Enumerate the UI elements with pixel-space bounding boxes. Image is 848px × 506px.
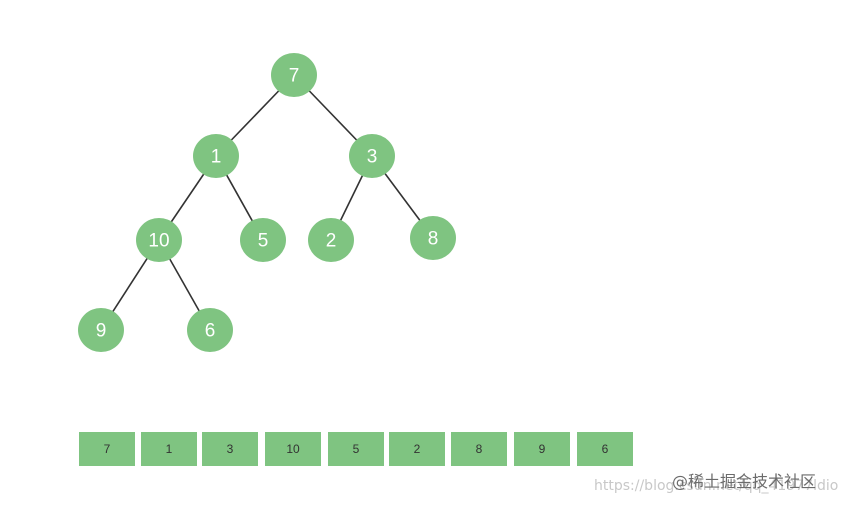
edge-n7-n3 <box>307 89 359 142</box>
array-cell-box <box>79 432 135 466</box>
array-cell-label: 5 <box>353 442 360 456</box>
tree-node-circle <box>410 216 456 260</box>
array-cell-3: 10 <box>265 432 321 466</box>
edge-n3-n2 <box>339 174 364 222</box>
array-cell-box <box>265 432 321 466</box>
tree-node-6: 6 <box>187 308 233 352</box>
tree-node-circle <box>193 134 239 178</box>
tree-node-label: 6 <box>205 321 216 342</box>
array-cell-box <box>389 432 445 466</box>
array-cell-box <box>202 432 258 466</box>
array-cell-box <box>141 432 197 466</box>
edge-n10-n6 <box>168 257 201 313</box>
tree-node-circle <box>240 218 286 262</box>
tree-node-circle <box>78 308 124 352</box>
array-cell-label: 6 <box>602 442 609 456</box>
tree-node-7: 7 <box>271 53 317 97</box>
tree-node-10: 10 <box>136 218 182 262</box>
edge-n1-n5 <box>225 173 254 223</box>
array-cell-7: 9 <box>514 432 570 466</box>
array-cell-box <box>577 432 633 466</box>
tree-node-label: 8 <box>428 229 439 250</box>
tree-node-label: 9 <box>96 321 107 342</box>
array-cell-label: 7 <box>104 442 111 456</box>
array-cell-label: 3 <box>227 442 234 456</box>
array-cell-label: 8 <box>476 442 483 456</box>
array-cell-4: 5 <box>328 432 384 466</box>
tree-node-circle <box>271 53 317 97</box>
array-cell-0: 7 <box>79 432 135 466</box>
tree-node-label: 5 <box>258 231 269 252</box>
tree-node-label: 10 <box>148 231 169 252</box>
tree-node-label: 7 <box>289 66 300 87</box>
edge-n1-n10 <box>170 172 205 224</box>
edge-n10-n9 <box>111 257 149 313</box>
edge-n7-n1 <box>229 89 281 142</box>
array-cell-label: 10 <box>286 442 300 456</box>
edge-n3-n8 <box>383 172 422 222</box>
array-cell-label: 9 <box>539 442 546 456</box>
array-cell-label: 1 <box>166 442 173 456</box>
array-cell-1: 1 <box>141 432 197 466</box>
tree-node-label: 1 <box>211 147 222 168</box>
tree-node-circle <box>187 308 233 352</box>
watermark-badge: @稀土掘金技术社区 <box>672 472 817 491</box>
tree-node-label: 3 <box>367 147 378 168</box>
tree-node-9: 9 <box>78 308 124 352</box>
tree-node-circle <box>136 218 182 262</box>
tree-node-2: 2 <box>308 218 354 262</box>
tree-node-label: 2 <box>326 231 337 252</box>
tree-node-1: 1 <box>193 134 239 178</box>
array-cell-box <box>451 432 507 466</box>
array-cell-box <box>514 432 570 466</box>
tree-node-8: 8 <box>410 216 456 260</box>
array-cells: 7 1 3 10 5 2 8 9 6 <box>79 432 633 466</box>
watermark-url: https://blog.csdn.net/qq_41977ldio <box>594 478 839 494</box>
array-cell-6: 8 <box>451 432 507 466</box>
tree-node-circle <box>349 134 395 178</box>
tree-nodes: 7 1 3 10 5 2 8 9 6 <box>78 53 456 352</box>
array-cell-2: 3 <box>202 432 258 466</box>
tree-node-circle <box>308 218 354 262</box>
tree-node-5: 5 <box>240 218 286 262</box>
array-cell-8: 6 <box>577 432 633 466</box>
tree-node-3: 3 <box>349 134 395 178</box>
array-cell-5: 2 <box>389 432 445 466</box>
array-cell-box <box>328 432 384 466</box>
tree-edges <box>111 89 422 313</box>
array-cell-label: 2 <box>414 442 421 456</box>
